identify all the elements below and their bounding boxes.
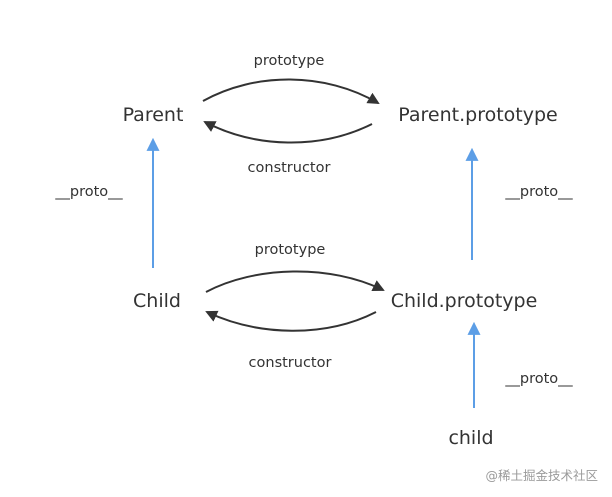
prototype-arrow-bottom: [205, 270, 385, 293]
constructor-label-top: constructor: [248, 160, 331, 176]
prototype-label-top: prototype: [254, 53, 325, 69]
node-child-prototype: Child.prototype: [391, 290, 538, 312]
node-child: Child: [133, 290, 181, 312]
proto-label-right-top: __proto__: [504, 184, 573, 200]
constructor-label-bottom: constructor: [249, 355, 332, 371]
prototype-label-bottom: prototype: [255, 242, 326, 258]
watermark: @稀土掘金技术社区: [485, 468, 598, 483]
node-parent-prototype: Parent.prototype: [398, 104, 557, 126]
proto-label-left: __proto__: [54, 184, 123, 200]
node-parent: Parent: [123, 104, 184, 126]
constructor-arrow-top: [203, 121, 373, 144]
proto-label-right-bottom: __proto__: [504, 371, 573, 387]
prototype-arrow-top: [202, 78, 380, 105]
node-child-instance: child: [448, 427, 493, 449]
constructor-arrow-bottom: [205, 310, 377, 332]
